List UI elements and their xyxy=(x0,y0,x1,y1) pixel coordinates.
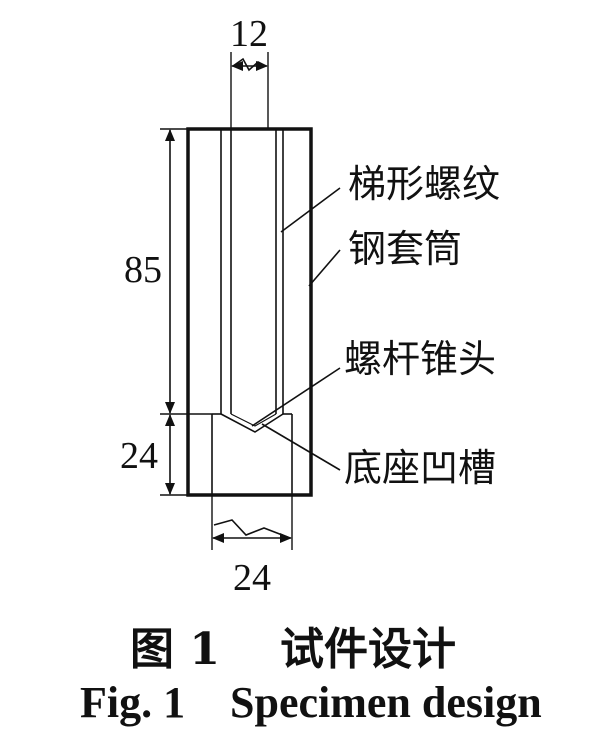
bolt-cone-inner xyxy=(230,413,277,427)
base-height-value: 24 xyxy=(120,435,158,477)
label-bolt-cone-head: 螺杆锥头 xyxy=(344,337,496,381)
caption-cn-fig: 图 1 xyxy=(130,624,220,675)
top-dim-value: 12 xyxy=(230,13,268,55)
bolt-cone-head xyxy=(220,413,284,433)
caption-en-title: Specimen design xyxy=(230,678,542,727)
leader-thread xyxy=(280,187,341,233)
leader-cone xyxy=(251,367,341,427)
bottom-dim-value: 24 xyxy=(233,557,271,599)
bottom-dim-break-mark xyxy=(213,519,291,539)
label-trapezoidal-thread: 梯形螺纹 xyxy=(348,162,500,206)
caption-cn-title: 试件设计 xyxy=(280,624,456,675)
steel-sleeve-outline xyxy=(186,127,313,497)
body-height-value: 85 xyxy=(124,249,162,291)
top-dim-break-mark xyxy=(232,57,267,72)
label-base-groove: 底座凹槽 xyxy=(344,446,496,490)
leader-groove xyxy=(261,423,341,471)
label-steel-sleeve: 钢套筒 xyxy=(348,227,462,271)
caption-en-fig: Fig. 1 xyxy=(80,678,185,727)
leader-sleeve xyxy=(308,249,341,287)
